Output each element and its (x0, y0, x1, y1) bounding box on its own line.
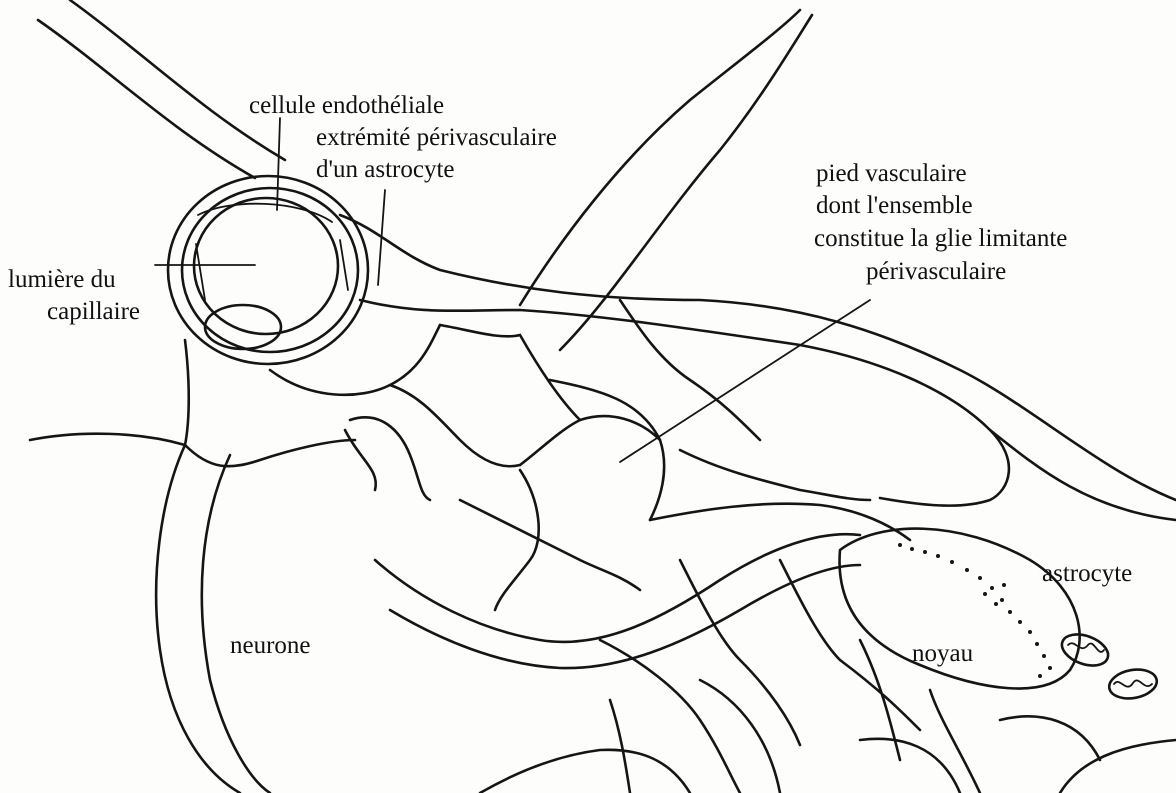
right-edge-boundary (990, 430, 1176, 520)
capillary (168, 176, 368, 364)
neuron-body-outline (30, 340, 355, 793)
label-vascular-foot-line1: pied vasculaire (816, 160, 967, 188)
label-endothelial-cell: cellule endothéliale (249, 92, 444, 120)
label-leader-lines (155, 118, 870, 462)
label-vascular-foot-line2: dont l'ensemble (816, 192, 973, 220)
perivascular-end-feet (340, 215, 1176, 506)
label-astrocyte: astrocyte (1042, 560, 1132, 588)
bottom-cell-outlines (480, 680, 1176, 793)
label-perivascular-end-line2: d'un astrocyte (316, 156, 455, 184)
label-neuron: neurone (230, 632, 311, 660)
label-vascular-foot-line3: constitue la glie limitante (814, 225, 1067, 253)
label-capillary-lumen-line1: lumière du (8, 266, 116, 294)
label-nucleus: noyau (912, 640, 973, 668)
label-vascular-foot-line4: périvasculaire (866, 258, 1006, 286)
astrocyte-cell-body (600, 529, 1080, 793)
label-perivascular-end-line1: extrémité périvasculaire (316, 124, 557, 152)
label-capillary-lumen-line2: capillaire (47, 298, 140, 326)
upper-process (38, 0, 285, 178)
